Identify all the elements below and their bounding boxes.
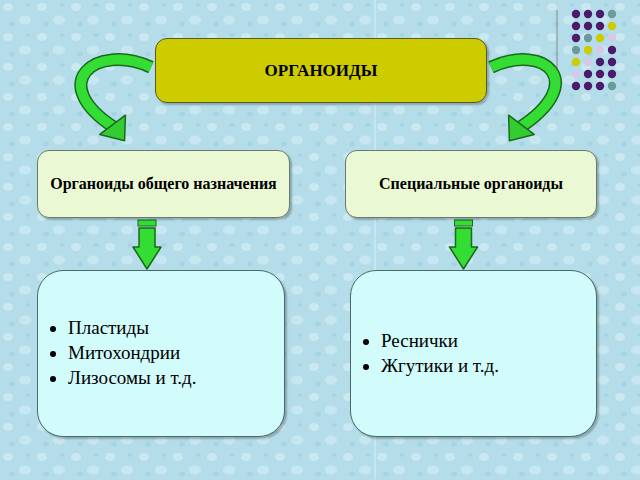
organelle-name: Жгутики и т.д. [381, 355, 499, 376]
box-label: Специальные органоиды [379, 172, 563, 195]
arrow-body [491, 60, 555, 128]
list-item: Реснички [381, 329, 584, 354]
decor-dot [584, 34, 592, 42]
list-box: РесничкиЖгутики и т.д. [350, 270, 597, 437]
organelle-name: Пластиды [68, 317, 149, 338]
decor-dot [584, 82, 592, 90]
decor-dot [572, 22, 580, 30]
decor-dot [608, 34, 616, 42]
bullet-list: ПластидыМитохондрииЛизосомы и т.д. [46, 316, 272, 390]
bullet-list: РесничкиЖгутики и т.д. [359, 329, 584, 378]
list-box: ПластидыМитохондрииЛизосомы и т.д. [37, 270, 285, 437]
arrow-connector [450, 220, 478, 269]
arrow-outline [491, 60, 555, 128]
decor-dot [584, 58, 592, 66]
decor-dot [572, 10, 580, 18]
decor-dot [596, 70, 604, 78]
decor-dot [584, 70, 592, 78]
down-arrow [133, 228, 161, 269]
category-box: Органоиды общего назначения [37, 150, 290, 218]
decor-dot [572, 70, 580, 78]
decor-dot [584, 10, 592, 18]
decor-dot [608, 82, 616, 90]
decor-dot [596, 34, 604, 42]
title-box: ОРГАНОИДЫ [155, 38, 487, 103]
decor-dot [584, 46, 592, 54]
decor-dot [572, 46, 580, 54]
arrow-outline [81, 60, 151, 128]
arrow-connector [491, 60, 555, 141]
down-arrow [450, 228, 478, 269]
decor-dot [584, 22, 592, 30]
list-item: Митохондрии [68, 341, 272, 366]
arrow-cap [138, 220, 156, 226]
decor-dot [572, 58, 580, 66]
decor-dot [596, 22, 604, 30]
decor-dot [572, 82, 580, 90]
decor-dot [608, 58, 616, 66]
organelle-name: Реснички [381, 330, 458, 351]
decor-dot [596, 46, 604, 54]
list-item: Лизосомы и т.д. [68, 366, 272, 391]
decor-dot [572, 34, 580, 42]
decor-dots [572, 10, 616, 90]
organelle-name: Лизосомы и т.д. [68, 367, 197, 388]
decor-dot [596, 10, 604, 18]
decor-dot [608, 10, 616, 18]
arrow-head [100, 115, 126, 141]
arrow-connector [133, 220, 161, 269]
decor-dot [596, 82, 604, 90]
arrow-head [509, 115, 535, 141]
box-label: ОРГАНОИДЫ [265, 61, 378, 81]
decor-dot [608, 22, 616, 30]
decor-dot [596, 58, 604, 66]
organelle-name: Митохондрии [68, 342, 180, 363]
list-item: Жгутики и т.д. [381, 354, 584, 379]
arrow-body [81, 60, 151, 128]
arrow-cap [455, 220, 473, 226]
decor-dot [608, 46, 616, 54]
decor-dot [608, 70, 616, 78]
arrow-connector [81, 60, 151, 141]
box-label: Органоиды общего назначения [50, 172, 277, 195]
list-item: Пластиды [68, 316, 272, 341]
category-box: Специальные органоиды [345, 150, 597, 218]
